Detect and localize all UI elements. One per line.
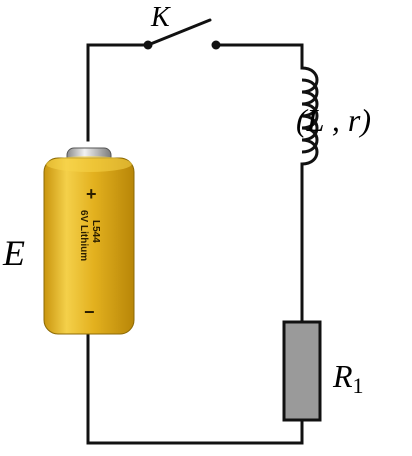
battery: + − L544 6V Lithium xyxy=(43,147,135,335)
battery-top-edge xyxy=(46,156,132,172)
resistor-label: R1 xyxy=(333,358,364,397)
emf-label: E xyxy=(3,233,25,273)
wire-top-right xyxy=(214,43,304,70)
resistor-r1 xyxy=(282,320,322,422)
battery-plus-sign: + xyxy=(86,184,97,204)
switch-label: K xyxy=(151,2,170,33)
inductor-label: (L , r) xyxy=(296,102,371,138)
wire-bottom xyxy=(86,326,304,445)
battery-model-text: L544 xyxy=(90,220,101,243)
resistor-label-main: R xyxy=(333,358,353,394)
switch-lever xyxy=(146,18,212,47)
battery-minus-sign: − xyxy=(84,302,95,322)
inductor-coil xyxy=(301,66,319,166)
wire-top-left xyxy=(86,43,150,142)
switch-terminal-right xyxy=(211,40,221,50)
resistor-label-subscript: 1 xyxy=(352,373,364,398)
switch-k xyxy=(143,18,221,50)
battery-spec-text: 6V Lithium xyxy=(78,210,89,261)
circuit-wires xyxy=(86,43,304,445)
